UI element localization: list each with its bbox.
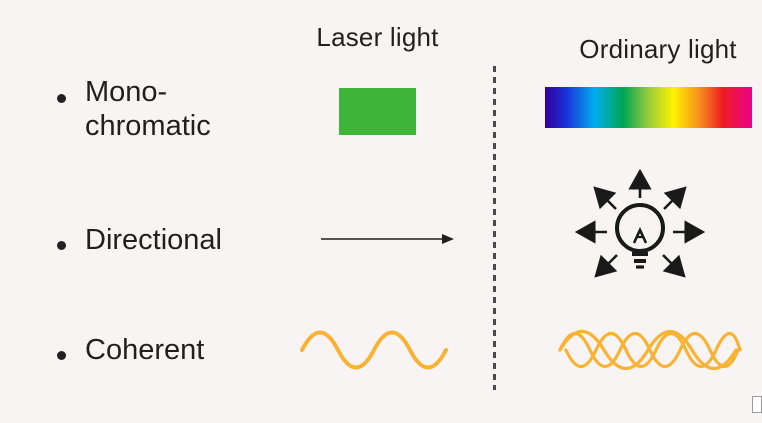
bullet-icon <box>57 351 66 360</box>
right-arrow-icon <box>321 234 454 244</box>
corner-artifact <box>752 396 762 413</box>
property-label-coherent: Coherent <box>85 334 205 366</box>
laser-green-swatch <box>339 88 416 135</box>
property-label-directional: Directional <box>85 224 222 256</box>
laser-column-header: Laser light <box>316 22 439 52</box>
bullet-icon <box>57 94 66 103</box>
property-label-monochromatic: Mono-chromatic <box>85 76 211 142</box>
overlapping-waves-icon <box>558 330 742 370</box>
spectrum-bar <box>545 87 752 128</box>
ordinary-column-header: Ordinary light <box>579 34 737 64</box>
dashed-divider <box>493 66 496 390</box>
bulb-radiating-arrows-icon <box>574 168 706 278</box>
bullet-icon <box>57 241 66 250</box>
single-sine-wave-icon <box>300 330 448 370</box>
